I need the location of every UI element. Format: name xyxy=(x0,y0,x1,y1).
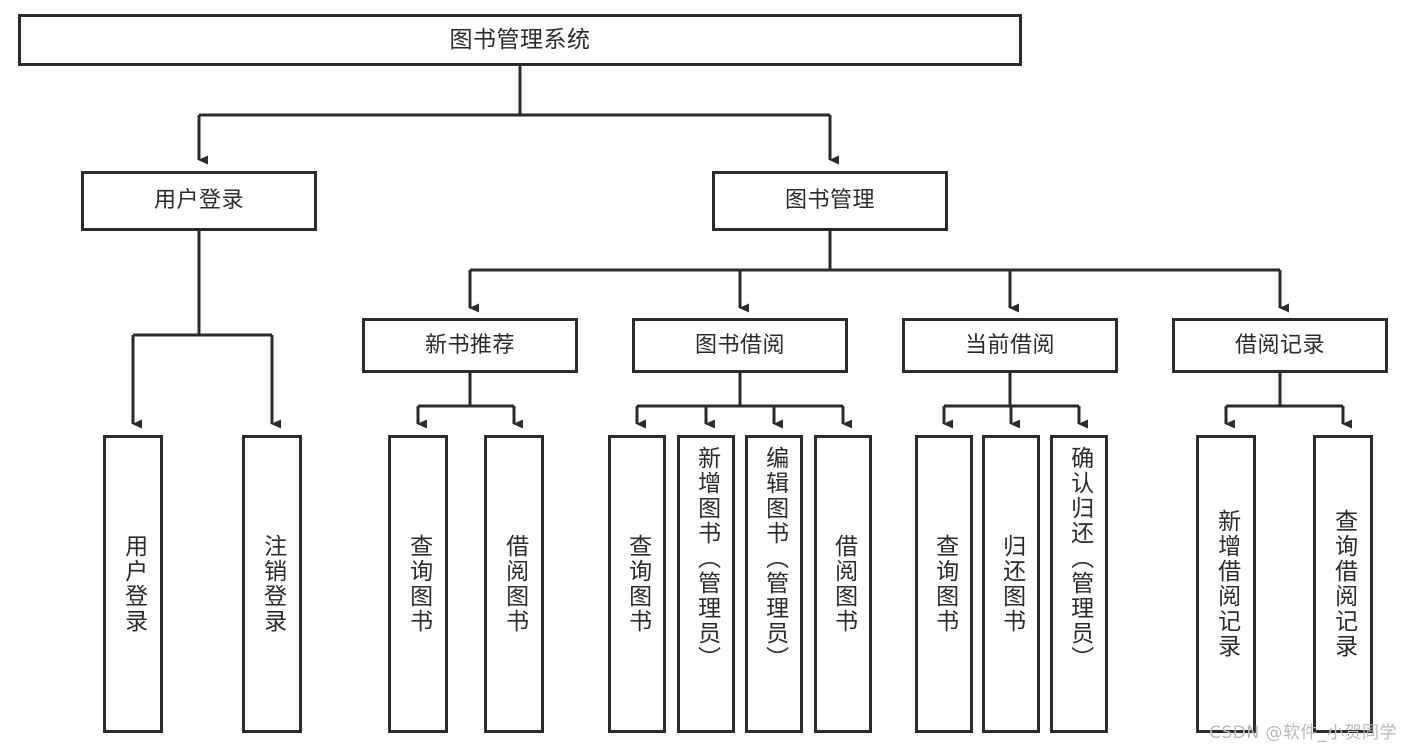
node-leaf-user-logout[interactable]: 注销登录 xyxy=(242,435,302,733)
node-leaf-query-book-3[interactable]: 查询图书 xyxy=(915,435,973,733)
node-label: 查询借阅记录 xyxy=(1330,509,1357,659)
node-label: 借阅图书 xyxy=(830,534,857,634)
node-leaf-edit-book[interactable]: 编辑图书（管理员） xyxy=(745,435,803,733)
node-label: 借阅图书 xyxy=(501,534,528,634)
node-root[interactable]: 图书管理系统 xyxy=(18,14,1022,66)
node-label: 归还图书 xyxy=(998,534,1025,634)
node-leaf-query-book-2[interactable]: 查询图书 xyxy=(608,435,666,733)
node-label: 当前借阅 xyxy=(964,332,1055,358)
node-leaf-return-book[interactable]: 归还图书 xyxy=(982,435,1040,733)
node-leaf-borrow-book-2[interactable]: 借阅图书 xyxy=(814,435,872,733)
node-leaf-query-record[interactable]: 查询借阅记录 xyxy=(1313,435,1373,733)
node-label: 新增借阅记录 xyxy=(1213,509,1240,659)
node-label: 用户登录 xyxy=(153,188,244,214)
csdn-watermark: CSDN @软件_小贺同学 xyxy=(1209,723,1397,743)
node-label: 查询图书 xyxy=(405,534,432,634)
node-current-borrow[interactable]: 当前借阅 xyxy=(902,318,1118,373)
node-leaf-user-login[interactable]: 用户登录 xyxy=(103,435,163,733)
node-label: 借阅记录 xyxy=(1234,332,1325,358)
node-leaf-add-book[interactable]: 新增图书（管理员） xyxy=(677,435,735,733)
node-leaf-query-book-1[interactable]: 查询图书 xyxy=(388,435,448,733)
node-new-book-recommend[interactable]: 新书推荐 xyxy=(362,318,578,373)
node-label: 图书借阅 xyxy=(694,332,785,358)
node-leaf-confirm-return[interactable]: 确认归还（管理员） xyxy=(1050,435,1108,733)
node-label: 查询图书 xyxy=(931,534,958,634)
node-borrow-record[interactable]: 借阅记录 xyxy=(1172,318,1388,373)
node-label: 图书管理 xyxy=(784,188,875,214)
node-book-borrow[interactable]: 图书借阅 xyxy=(632,318,848,373)
node-book-manage[interactable]: 图书管理 xyxy=(712,171,948,231)
node-label: 注销登录 xyxy=(259,534,286,634)
node-user-login[interactable]: 用户登录 xyxy=(81,171,317,231)
node-label: 新增图书（管理员） xyxy=(693,446,720,671)
node-label: 新书推荐 xyxy=(424,332,515,358)
node-leaf-borrow-book-1[interactable]: 借阅图书 xyxy=(484,435,544,733)
node-label: 图书管理系统 xyxy=(449,26,591,53)
node-label: 编辑图书（管理员） xyxy=(761,446,788,671)
node-leaf-add-record[interactable]: 新增借阅记录 xyxy=(1196,435,1256,733)
node-label: 查询图书 xyxy=(624,534,651,634)
node-label: 确认归还（管理员） xyxy=(1066,446,1093,671)
node-label: 用户登录 xyxy=(120,534,147,634)
